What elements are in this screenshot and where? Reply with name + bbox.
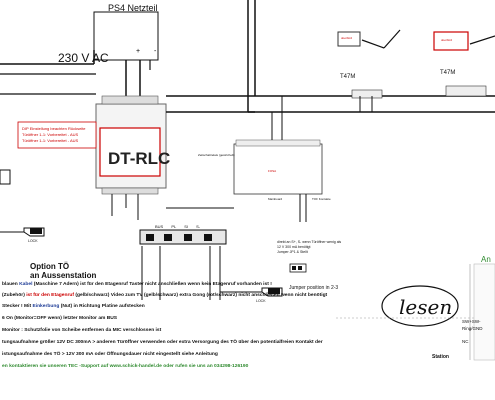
lock-label-1: LOCK [28,239,38,243]
right-pin: Ring/GND [462,326,483,331]
note-line-2: (Zubehör) ist für den Etagenruf (gelb/sc… [2,293,328,298]
module-label: DT-RLC [108,149,171,168]
jumper-line: direkt an S+, S- wenn Türöffner wenig al… [277,240,342,244]
lesen-oval [381,285,459,327]
pin-bus: BUS [155,224,164,229]
note-line-1: blauen Kabel (Maschine 7 Adern) ist für … [2,282,272,287]
bus-pin [164,234,172,241]
wire [361,39,385,49]
bus-pin [204,234,212,241]
lock-icon [268,288,280,294]
note-box [17,121,97,149]
pin-si: SI [184,224,189,229]
pin-pl: PL [171,224,177,229]
terminal-strip [235,139,321,147]
relay-icon [0,169,11,185]
right-header: An [481,255,491,264]
note-line-5: Monitor : Schutzfolie von Scheibe entfer… [2,328,162,333]
plus-sign: + [136,48,140,55]
note-line-6: tungsaufnahme größer 12V DC 300mA > ande… [2,340,323,345]
option-line-1: Option TÖ [30,262,70,271]
central-board [233,143,323,195]
monitor-2 [433,31,469,51]
right-pin: NC [462,339,469,344]
monitor-tag: doorbird [341,36,353,40]
board-label-bottom: Mainboard [268,197,283,201]
monitor-label-1: T47M [340,74,356,80]
board-label-center: FOSA [268,169,277,173]
option-label: Option TÖ an Aussenstation [30,262,96,280]
lock-label-2: LOCK [256,299,266,303]
monitor-tag: doorbird [441,38,453,42]
lesen-label: lesen [399,295,453,319]
board-label-right: TOF Kontakte [312,197,331,201]
right-pin: SW+SW- [462,319,481,324]
right-panel [473,263,495,361]
ps4-box [93,11,159,61]
note-line-3: Stecker ! Mit Einkerbung (Nut) in Richtu… [2,304,145,309]
monitor-1 [337,31,361,47]
pin-s-minus: S- [196,224,201,229]
terminal-block [445,85,487,97]
jumper-line: 12 V 300 mA benötigt [277,245,311,249]
bus-pin-labels: BUS PL SI S- [155,225,200,229]
dt-rlc-label-box [99,127,161,177]
voltage-label: 230 V AC [58,51,109,65]
option-line-2: an Aussenstation [30,271,97,280]
station-label: Station [432,354,449,360]
jumper-position: Jumper position in 2-3 [289,285,339,291]
bus-pin [146,234,154,241]
note-line-8: en kontaktieren sie unseren TEC -Support… [2,364,249,369]
note-line-4: 6 On (Monitor=OFF wenn) letzter Monitor … [2,316,118,321]
lock-icon [30,228,42,234]
wire [383,29,401,49]
terminal-block [351,89,383,99]
module-note: DIP Einstellung beachten Rückseite Türöf… [22,126,86,143]
minus-sign: - [154,48,157,55]
wire [469,35,495,45]
jumper-pin [292,266,296,270]
terminal-strip [101,95,159,105]
terminal-strip [101,187,159,195]
note-line-7: istungsaufnahme des TÖ > 12V 300 mA oder… [2,352,218,357]
jumper-text: direkt an S+, S- wenn Türöffner wenig al… [277,240,341,255]
board-label-left: Zeitschaltrelais (gestrichelt) [198,153,235,157]
bus-pin [184,234,192,241]
ps4-title: PS4 Netzteil [108,3,158,13]
jumper-pin [298,266,302,270]
jumper-line: Jumper JP1 & Stellt [277,250,308,254]
monitor-label-2: T47M [440,70,456,76]
